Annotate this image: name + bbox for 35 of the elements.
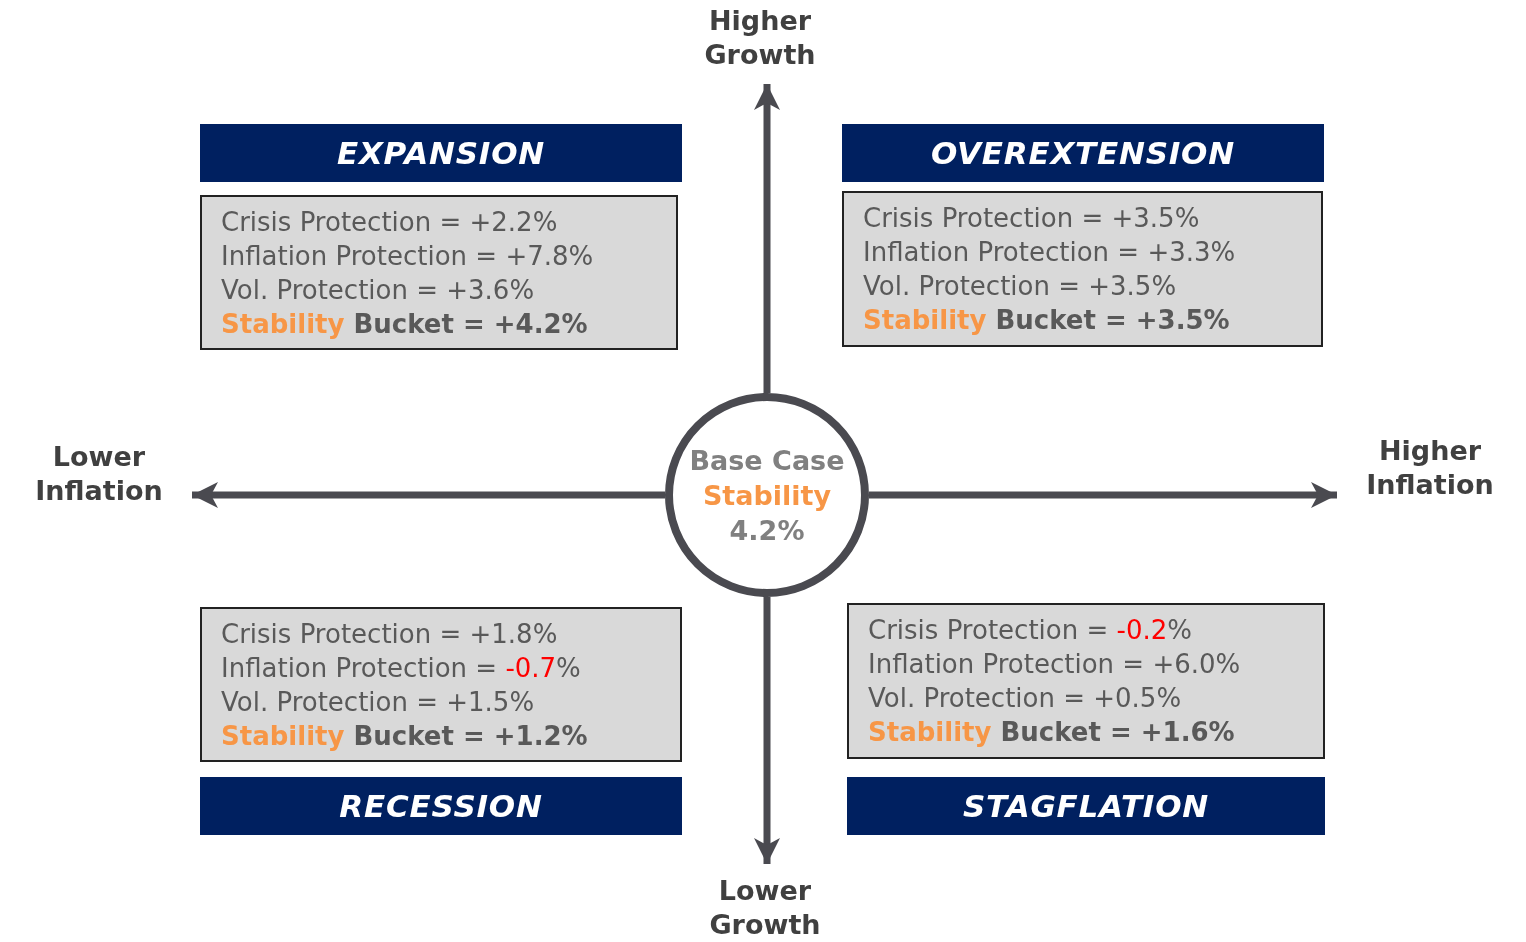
protection-line: Vol. Protection = +1.5% xyxy=(221,686,536,719)
bucket-total: Stability Bucket = +1.6% xyxy=(868,716,1236,749)
scenario-box xyxy=(842,191,1323,347)
protection-line: Inflation Protection = -0.7% xyxy=(221,652,582,685)
protection-line: Vol. Protection = +0.5% xyxy=(868,682,1183,715)
scenario-box xyxy=(847,603,1325,759)
protection-line: Crisis Protection = +3.5% xyxy=(863,202,1201,235)
axis-label: Lower Growth xyxy=(708,874,822,942)
protection-line: Crisis Protection = +2.2% xyxy=(221,206,559,239)
bucket-total: Stability Bucket = +4.2% xyxy=(221,308,589,341)
protection-line: Inflation Protection = +7.8% xyxy=(221,240,595,273)
quadrant-header xyxy=(847,777,1325,835)
base-case-value: 4.2% xyxy=(729,513,805,548)
protection-line: Vol. Protection = +3.5% xyxy=(863,270,1178,303)
axis-label: Higher Inflation xyxy=(1365,434,1495,502)
quadrant-header xyxy=(200,777,682,835)
scenario-box xyxy=(200,607,682,762)
stability-label: Stability xyxy=(702,478,832,513)
quadrant-header xyxy=(200,124,682,182)
base-case-label: Base Case xyxy=(689,443,845,478)
protection-line: Crisis Protection = -0.2% xyxy=(868,614,1193,647)
axis-label: Higher Growth xyxy=(703,4,817,72)
axis-label: Lower Inflation xyxy=(34,440,164,508)
protection-line: Vol. Protection = +3.6% xyxy=(221,274,536,307)
quadrant-title: EXPANSION xyxy=(337,133,545,173)
quadrant-title: RECESSION xyxy=(339,786,543,826)
quadrant-title: STAGFLATION xyxy=(963,786,1209,826)
protection-line: Crisis Protection = +1.8% xyxy=(221,618,559,651)
scenario-box xyxy=(200,195,678,350)
bucket-total: Stability Bucket = +3.5% xyxy=(863,304,1231,337)
protection-line: Inflation Protection = +3.3% xyxy=(863,236,1237,269)
protection-line: Inflation Protection = +6.0% xyxy=(868,648,1242,681)
bucket-total: Stability Bucket = +1.2% xyxy=(221,720,589,753)
quadrant-header xyxy=(842,124,1324,182)
quadrant-title: OVEREXTENSION xyxy=(931,133,1235,173)
